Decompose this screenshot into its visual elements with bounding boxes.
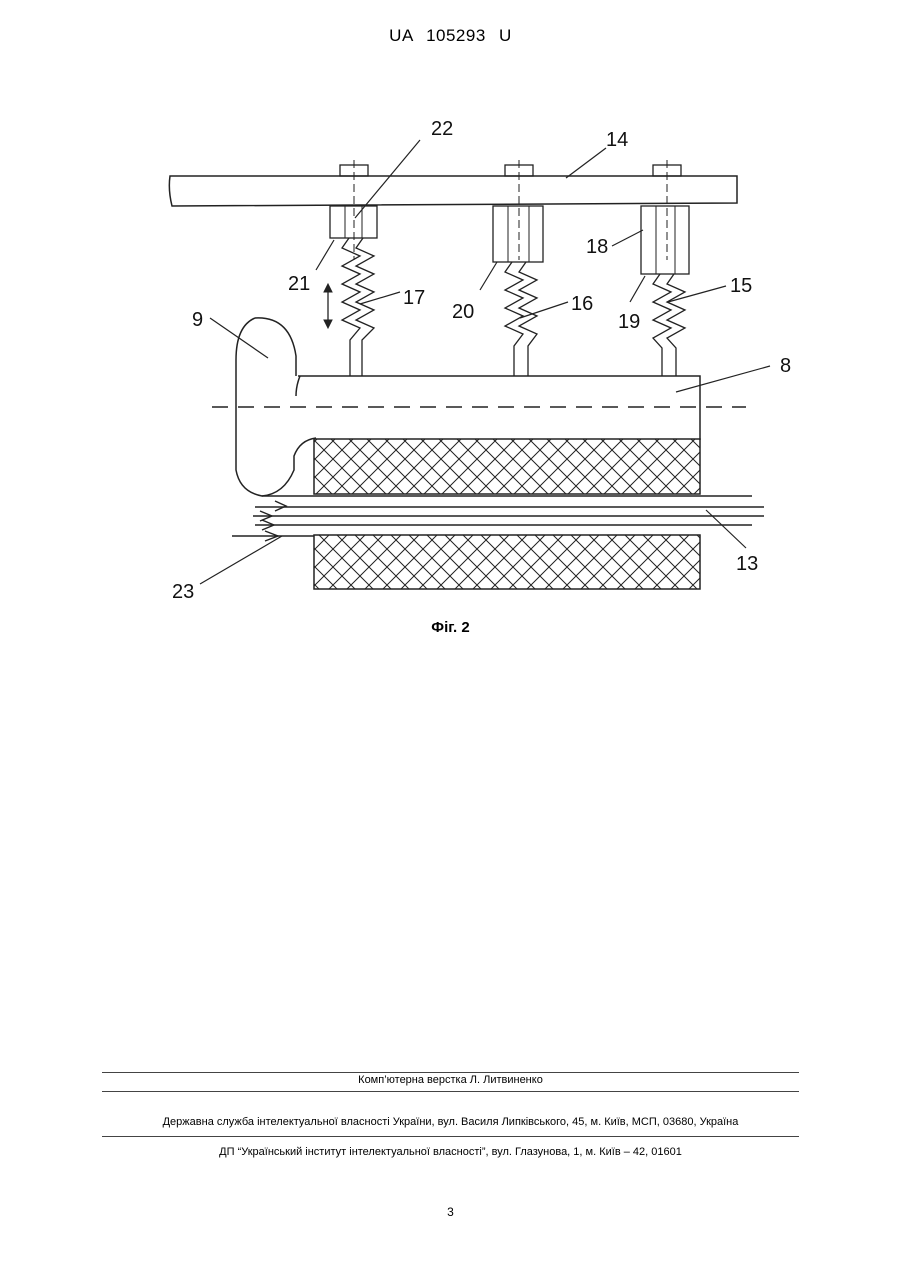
movement-arrow — [324, 284, 332, 328]
label-22: 22 — [431, 118, 453, 140]
footer-rule-low — [102, 1136, 799, 1137]
label-18: 18 — [586, 236, 608, 258]
footer-rule-top — [102, 1072, 799, 1073]
label-19: 19 — [618, 311, 640, 333]
label-8: 8 — [780, 355, 791, 377]
label-15: 15 — [730, 275, 752, 297]
layout-credit: Комп’ютерна верстка Л. Литвиненко — [0, 1074, 901, 1086]
bellows — [342, 238, 685, 376]
label-16: 16 — [571, 293, 593, 315]
label-21: 21 — [288, 273, 310, 295]
footer-rule-mid — [102, 1091, 799, 1092]
hatched-blocks — [314, 439, 700, 589]
label-14: 14 — [606, 129, 628, 151]
label-9: 9 — [192, 309, 203, 331]
technical-drawing: 22 14 18 21 17 15 16 20 19 9 8 13 23 — [0, 0, 901, 660]
institute-address: ДП “Український інститут інтелектуальної… — [0, 1146, 901, 1158]
figure-caption: Фіг. 2 — [0, 619, 901, 636]
office-address: Державна служба інтелектуальної власност… — [0, 1116, 901, 1128]
holders — [330, 206, 689, 274]
label-20: 20 — [452, 301, 474, 323]
page-number: 3 — [0, 1205, 901, 1219]
label-23: 23 — [172, 581, 194, 603]
top-plate — [169, 160, 737, 260]
label-13: 13 — [736, 553, 758, 575]
label-17: 17 — [403, 287, 425, 309]
